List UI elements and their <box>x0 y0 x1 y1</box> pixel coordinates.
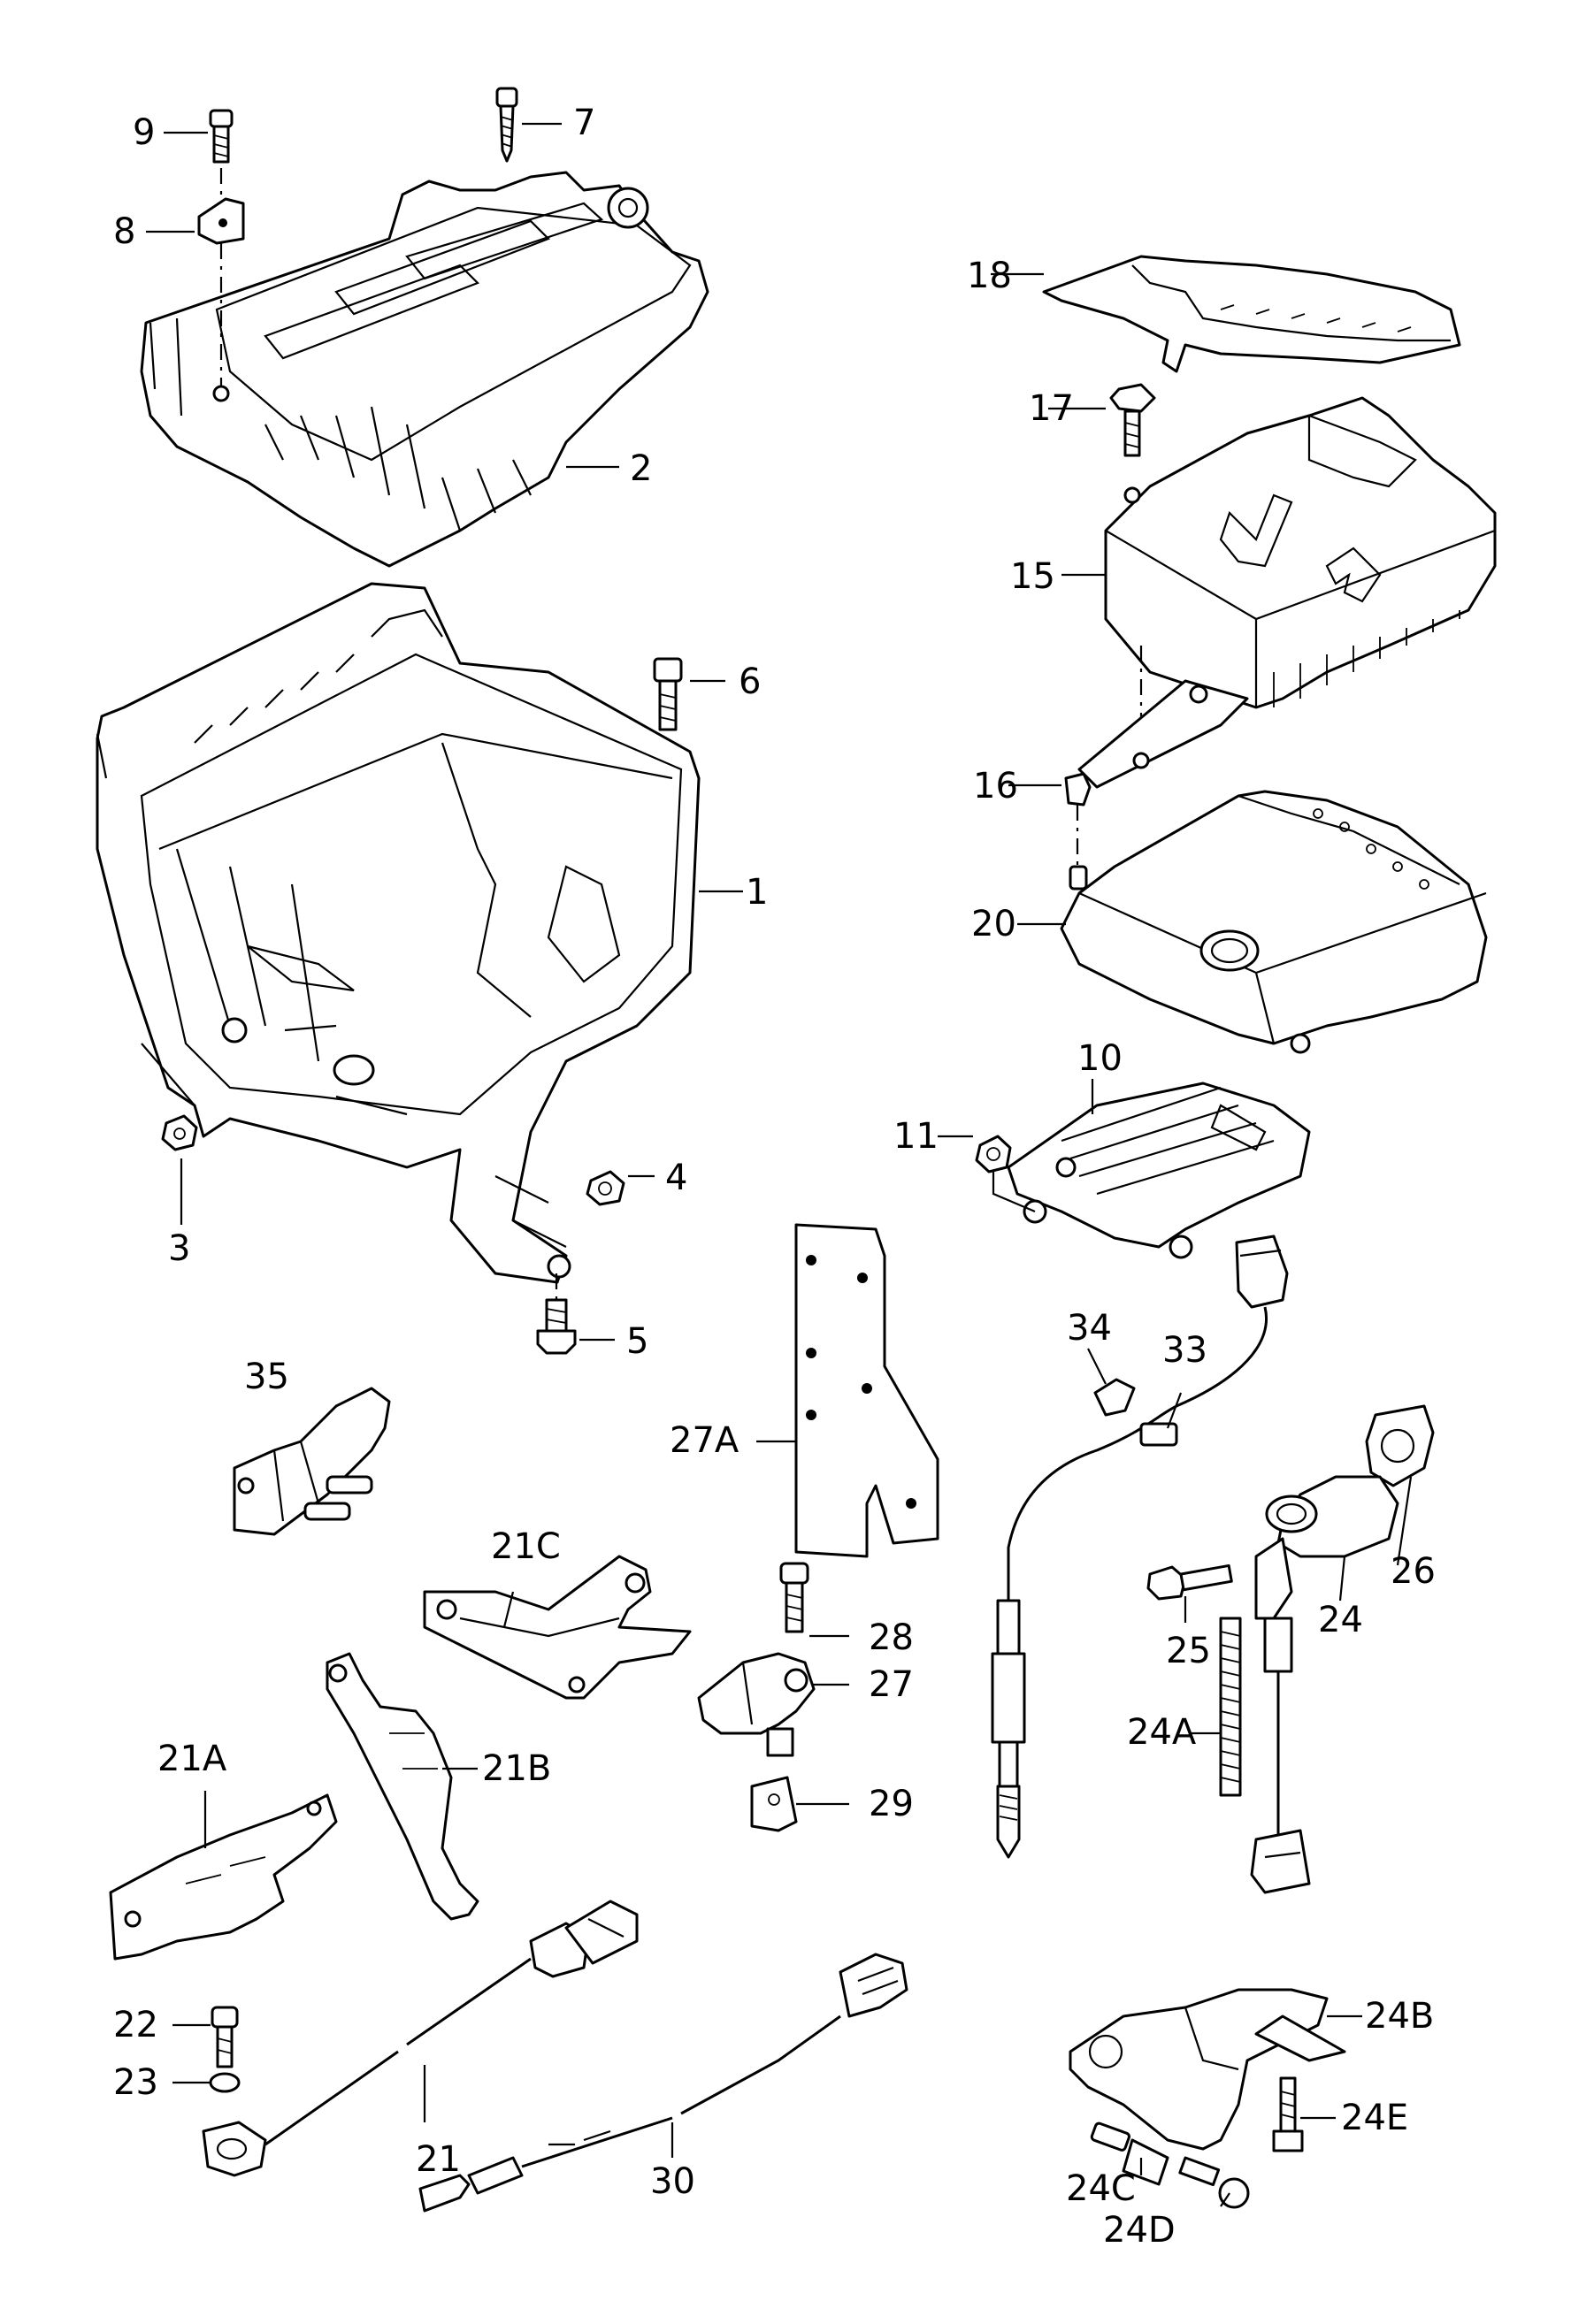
callout-18: 18 <box>967 256 1012 296</box>
part-24B-bracket <box>1069 1988 1346 2151</box>
part-24A-sleeve <box>1219 1617 1242 1797</box>
callout-5: 5 <box>626 1321 648 1362</box>
part-24C-stud <box>1090 2121 1169 2186</box>
part-21-knock-sensor <box>202 1900 639 2177</box>
part-28-bolt <box>779 1562 809 1633</box>
part-35-sensor <box>233 1387 391 1536</box>
callout-26: 26 <box>1391 1551 1436 1592</box>
part-7-screw <box>495 87 518 163</box>
callout-22: 22 <box>113 2005 158 2045</box>
part-6-bolt <box>653 657 683 731</box>
part-1-housing <box>96 582 701 1284</box>
part-27-sensor <box>697 1652 816 1757</box>
callout-28: 28 <box>869 1617 914 1658</box>
part-16-grommet-bracket <box>1064 679 1249 891</box>
part-21A-bracket <box>109 1793 338 1961</box>
part-30-lambda-probe <box>418 1953 908 2213</box>
callout-33: 33 <box>1162 1330 1207 1371</box>
part-9-screw <box>209 109 234 164</box>
callout-21A: 21A <box>157 1739 227 1779</box>
callout-23: 23 <box>113 2062 158 2103</box>
callout-24C: 24C <box>1066 2168 1136 2209</box>
callout-7: 7 <box>573 103 595 143</box>
part-34-clip <box>1093 1378 1136 1417</box>
part-24E-bolt <box>1272 2076 1304 2152</box>
part-24D-bolt <box>1178 2156 1250 2209</box>
part-27A-plate <box>794 1223 939 1558</box>
callout-9: 9 <box>133 112 155 153</box>
part-11-nut <box>975 1135 1036 1213</box>
callout-15: 15 <box>1010 556 1055 597</box>
callout-24B: 24B <box>1365 1996 1434 2037</box>
part-22-bolt <box>211 2006 239 2068</box>
part-18-shield <box>1042 255 1461 373</box>
part-23-washer <box>209 2072 241 2093</box>
callout-8: 8 <box>113 211 135 252</box>
callout-24A: 24A <box>1127 1712 1197 1753</box>
part-17-bolt <box>1109 383 1156 504</box>
callout-3: 3 <box>168 1228 190 1269</box>
part-33-sender <box>991 1235 1289 1859</box>
callout-10: 10 <box>1077 1038 1123 1079</box>
part-8-clip <box>197 197 245 245</box>
callout-24D: 24D <box>1103 2210 1176 2251</box>
callout-24E: 24E <box>1341 2098 1408 2138</box>
leader-lines <box>146 122 1413 2207</box>
callout-21C: 21C <box>491 1526 561 1567</box>
part-20-ecu <box>1060 790 1488 1054</box>
callout-6: 6 <box>739 661 761 702</box>
part-10-bracket <box>1007 1082 1311 1259</box>
callout-1: 1 <box>746 872 768 913</box>
part-2-cover <box>140 171 709 568</box>
callout-27: 27 <box>869 1664 914 1705</box>
part-25-bolt <box>1146 1563 1233 1601</box>
part-29-gasket <box>750 1776 798 1832</box>
part-5-bolt <box>536 1298 577 1355</box>
callout-21: 21 <box>416 2139 461 2180</box>
callout-11: 11 <box>893 1116 939 1157</box>
part-15-ecu <box>1104 396 1497 709</box>
part-21C-bracket <box>423 1555 692 1700</box>
callout-27A: 27A <box>670 1420 740 1461</box>
part-24-sensor <box>1250 1475 1399 1894</box>
callout-20: 20 <box>971 904 1016 944</box>
callout-16: 16 <box>973 766 1018 807</box>
callout-2: 2 <box>630 448 652 489</box>
callout-35: 35 <box>244 1357 289 1397</box>
callout-24: 24 <box>1318 1600 1363 1640</box>
callout-29: 29 <box>869 1784 914 1824</box>
part-3-nut <box>161 1114 198 1151</box>
part-4-nut <box>586 1170 625 1206</box>
callout-4: 4 <box>665 1158 687 1198</box>
callout-21B: 21B <box>482 1748 551 1789</box>
callout-34: 34 <box>1067 1308 1112 1349</box>
callout-25: 25 <box>1166 1631 1211 1671</box>
callout-17: 17 <box>1029 388 1074 429</box>
part-26-gasket <box>1365 1404 1435 1487</box>
callout-30: 30 <box>650 2161 695 2202</box>
part-21B-bracket <box>326 1652 479 1921</box>
